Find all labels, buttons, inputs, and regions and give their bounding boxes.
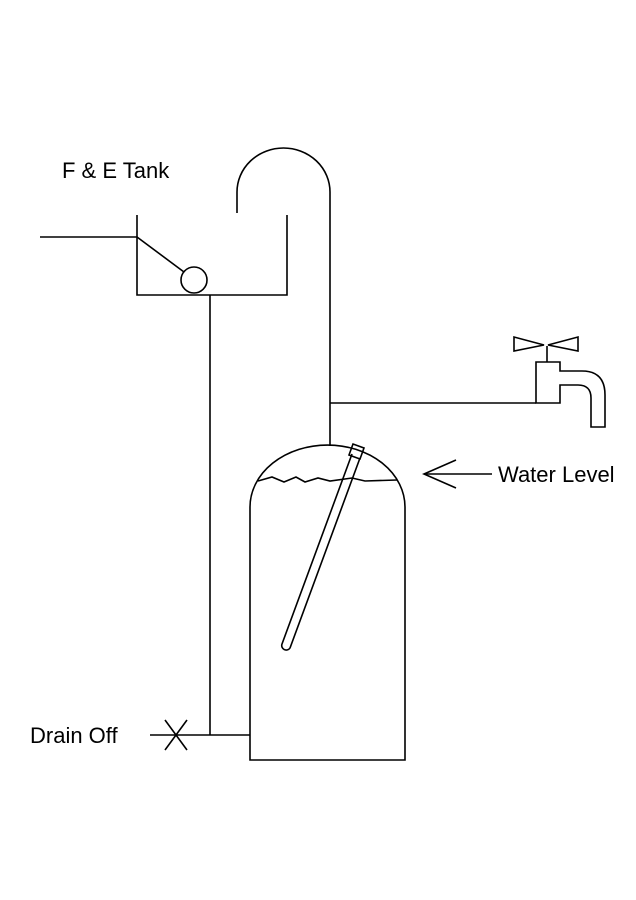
float-ball (180, 266, 208, 294)
feed-expansion-tank (40, 215, 288, 296)
water-level-label: Water Level (498, 462, 615, 487)
drain-off-assembly (150, 719, 250, 751)
drain-off-label: Drain Off (30, 723, 119, 748)
linework-group (40, 147, 606, 761)
float-arm-line (136, 236, 185, 273)
water-level-line (257, 476, 398, 483)
drain-valve-icon (164, 719, 188, 751)
water-level-arrow (422, 459, 492, 489)
vent-pipe (236, 147, 331, 446)
immersion-rod-cap (347, 442, 366, 461)
tap-handle-icon (513, 335, 579, 352)
tap (513, 335, 606, 428)
arrow-head-icon (422, 459, 457, 489)
immersion-rod (280, 453, 361, 651)
cylinder-outline (249, 444, 406, 761)
fe-tank-label: F & E Tank (62, 158, 170, 183)
tap-body-spout (535, 361, 606, 428)
tank-outline (136, 215, 288, 296)
hot-water-cylinder (249, 442, 406, 761)
